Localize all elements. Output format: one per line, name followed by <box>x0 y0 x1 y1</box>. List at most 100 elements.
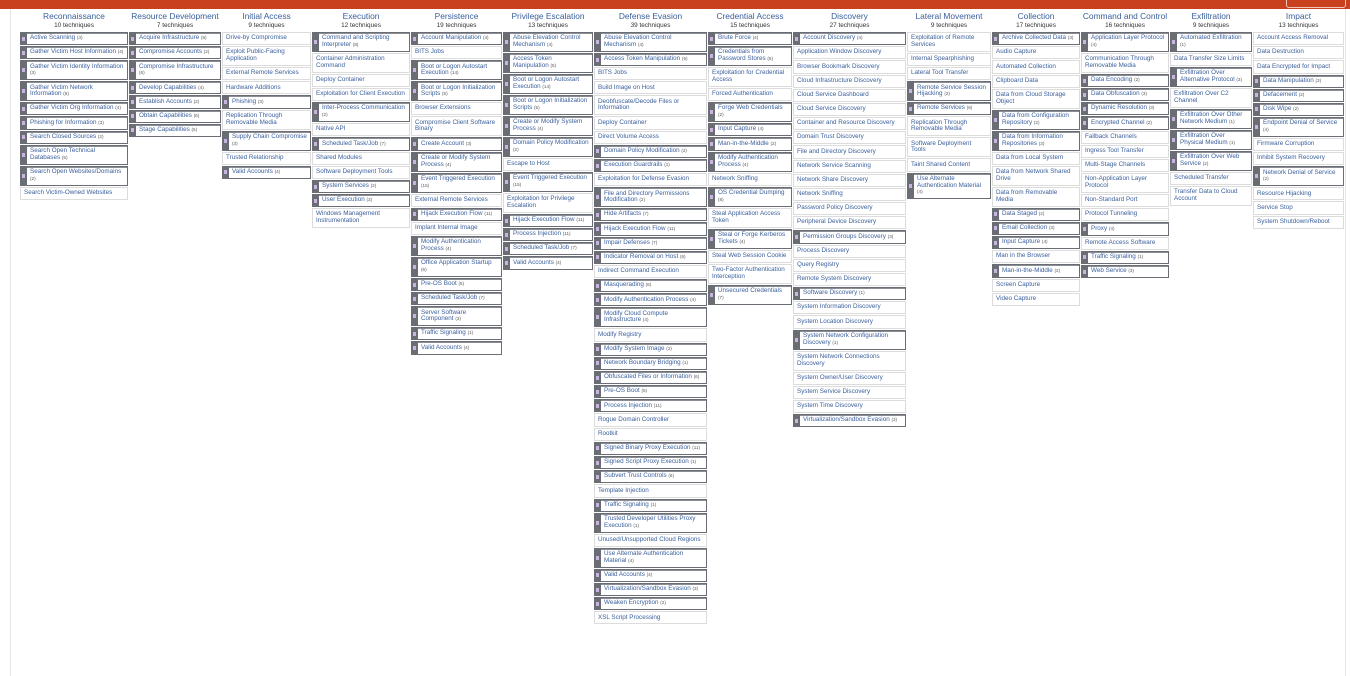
technique-label[interactable]: System Shutdown/Reboot <box>1254 217 1343 228</box>
expand-subtechniques-handle[interactable] <box>594 583 601 596</box>
technique-cell[interactable]: Phishing for Information (3) <box>20 116 128 130</box>
expand-subtechniques-handle[interactable] <box>708 187 715 206</box>
technique-cell[interactable]: Hijack Execution Flow (11) <box>411 207 502 221</box>
expand-subtechniques-handle[interactable] <box>129 124 136 136</box>
technique-cell[interactable]: Query Registry <box>793 258 906 272</box>
technique-label[interactable]: Use Alternate Authentication Material (4… <box>914 174 990 199</box>
technique-cell[interactable]: Phishing (3) <box>222 95 311 109</box>
technique-label[interactable]: Modify Authentication Process (4) <box>601 294 706 305</box>
technique-cell[interactable]: Obfuscated Files or Information (6) <box>594 370 707 385</box>
expand-subtechniques-handle[interactable] <box>1170 152 1177 170</box>
expand-subtechniques-handle[interactable] <box>708 47 715 66</box>
technique-label[interactable]: Compromise Accounts (2) <box>136 47 220 58</box>
technique-cell[interactable]: Ingress Tool Transfer <box>1081 144 1169 158</box>
expand-subtechniques-handle[interactable] <box>1081 223 1088 235</box>
tactic-name[interactable]: Reconnaissance <box>43 11 105 21</box>
technique-cell[interactable]: Peripheral Device Discovery <box>793 216 906 230</box>
technique-cell[interactable]: Escape to Host <box>503 157 593 171</box>
technique-cell[interactable]: Valid Accounts (4) <box>503 256 593 270</box>
expand-subtechniques-handle[interactable] <box>992 208 999 220</box>
technique-label[interactable]: System Information Discovery <box>794 302 905 313</box>
technique-label[interactable]: Fallback Channels <box>1082 132 1168 143</box>
expand-subtechniques-handle[interactable] <box>708 33 715 45</box>
expand-subtechniques-handle[interactable] <box>594 386 601 398</box>
technique-cell[interactable]: Two-Factor Authentication Interception <box>708 263 792 284</box>
technique-label[interactable]: Abuse Elevation Control Mechanism (4) <box>601 33 706 51</box>
expand-subtechniques-handle[interactable] <box>594 223 601 235</box>
expand-subtechniques-handle[interactable] <box>411 61 418 80</box>
technique-label[interactable]: Network Share Discovery <box>794 175 905 186</box>
technique-cell[interactable]: Traffic Signaling (1) <box>411 327 502 341</box>
expand-subtechniques-handle[interactable] <box>20 103 27 115</box>
technique-cell[interactable]: Input Capture (4) <box>992 236 1080 250</box>
technique-label[interactable]: Develop Capabilities (4) <box>136 82 220 93</box>
technique-label[interactable]: Create or Modify System Process (4) <box>510 117 592 135</box>
technique-cell[interactable]: Service Stop <box>1253 201 1344 215</box>
expand-subtechniques-handle[interactable] <box>992 110 999 129</box>
technique-label[interactable]: Hijack Execution Flow (11) <box>418 209 501 220</box>
technique-cell[interactable]: System Owner/User Discovery <box>793 371 906 385</box>
technique-label[interactable]: Indirect Command Execution <box>595 266 706 277</box>
technique-cell[interactable]: Brute Force (4) <box>708 32 792 46</box>
technique-cell[interactable]: Defacement (2) <box>1253 88 1344 102</box>
technique-label[interactable]: Application Layer Protocol (4) <box>1088 33 1168 51</box>
technique-cell[interactable]: Exploitation for Defense Evasion <box>594 173 707 187</box>
expand-subtechniques-handle[interactable] <box>992 237 999 249</box>
technique-cell[interactable]: Exfiltration Over Other Network Medium (… <box>1170 109 1252 130</box>
technique-cell[interactable]: Search Victim-Owned Websites <box>20 186 128 200</box>
technique-cell[interactable]: Exfiltration Over Web Service (2) <box>1170 151 1252 171</box>
expand-subtechniques-handle[interactable] <box>503 257 510 269</box>
technique-cell[interactable]: Network Service Scanning <box>793 159 906 173</box>
technique-cell[interactable]: Man-in-the-Middle (2) <box>992 264 1080 278</box>
expand-subtechniques-handle[interactable] <box>312 138 319 150</box>
expand-subtechniques-handle[interactable] <box>594 237 601 249</box>
expand-subtechniques-handle[interactable] <box>312 33 319 51</box>
technique-label[interactable]: Boot or Logon Autostart Execution (14) <box>418 61 501 79</box>
expand-subtechniques-handle[interactable] <box>129 82 136 94</box>
tactic-name[interactable]: Defense Evasion <box>618 11 683 21</box>
technique-label[interactable]: Steal Application Access Token <box>709 209 791 227</box>
expand-subtechniques-handle[interactable] <box>503 243 510 255</box>
expand-subtechniques-handle[interactable] <box>907 82 914 101</box>
technique-label[interactable]: Implant Internal Image <box>412 223 501 234</box>
technique-cell[interactable]: Direct Volume Access <box>594 130 707 144</box>
technique-cell[interactable]: Transfer Data to Cloud Account <box>1170 186 1252 207</box>
expand-subtechniques-handle[interactable] <box>1170 33 1177 51</box>
technique-cell[interactable]: Deploy Container <box>594 116 707 130</box>
technique-label[interactable]: Multi-Stage Channels <box>1082 160 1168 171</box>
technique-cell[interactable]: Pre-OS Boot (5) <box>411 277 502 292</box>
expand-subtechniques-handle[interactable] <box>1253 89 1260 101</box>
technique-cell[interactable]: Search Open Technical Databases (5) <box>20 144 128 165</box>
expand-subtechniques-handle[interactable] <box>1081 33 1088 51</box>
technique-label[interactable]: Valid Accounts (4) <box>418 342 501 353</box>
tactic-name[interactable]: Impact <box>1285 11 1312 21</box>
expand-subtechniques-handle[interactable] <box>594 308 601 327</box>
technique-cell[interactable]: Valid Accounts (4) <box>222 165 311 179</box>
expand-subtechniques-handle[interactable] <box>992 265 999 277</box>
technique-label[interactable]: External Remote Services <box>223 68 310 79</box>
technique-cell[interactable]: Automated Collection <box>992 60 1080 74</box>
technique-label[interactable]: Container Administration Command <box>313 54 409 72</box>
technique-label[interactable]: Replication Through Removable Media <box>223 111 310 129</box>
technique-label[interactable]: Network Sniffing <box>794 189 905 200</box>
technique-cell[interactable]: Password Policy Discovery <box>793 202 906 216</box>
technique-cell[interactable]: Template Injection <box>594 484 707 498</box>
technique-cell[interactable]: Build Image on Host <box>594 81 707 95</box>
expand-subtechniques-handle[interactable] <box>594 159 601 172</box>
technique-label[interactable]: Virtualization/Sandbox Evasion (3) <box>601 584 706 595</box>
technique-label[interactable]: Modify Registry <box>595 329 706 340</box>
technique-label[interactable]: Phishing for Information (3) <box>27 117 127 128</box>
technique-cell[interactable]: Indirect Command Execution <box>594 264 707 279</box>
expand-subtechniques-handle[interactable] <box>594 251 601 263</box>
technique-label[interactable]: Data from Local System <box>993 153 1079 164</box>
technique-label[interactable]: Browser Bookmark Discovery <box>794 61 905 72</box>
technique-label[interactable]: Software Deployment Tools <box>313 167 409 178</box>
technique-cell[interactable]: Replication Through Removable Media <box>222 109 311 130</box>
technique-cell[interactable]: Traffic Signaling (1) <box>1081 250 1169 264</box>
technique-label[interactable]: Inhibit System Recovery <box>1254 153 1343 164</box>
technique-label[interactable]: Internal Spearphishing <box>908 54 990 65</box>
expand-subtechniques-handle[interactable] <box>594 280 601 292</box>
technique-label[interactable]: Compromise Infrastructure (6) <box>136 61 220 79</box>
technique-cell[interactable]: Steal or Forge Kerberos Tickets (4) <box>708 228 792 249</box>
